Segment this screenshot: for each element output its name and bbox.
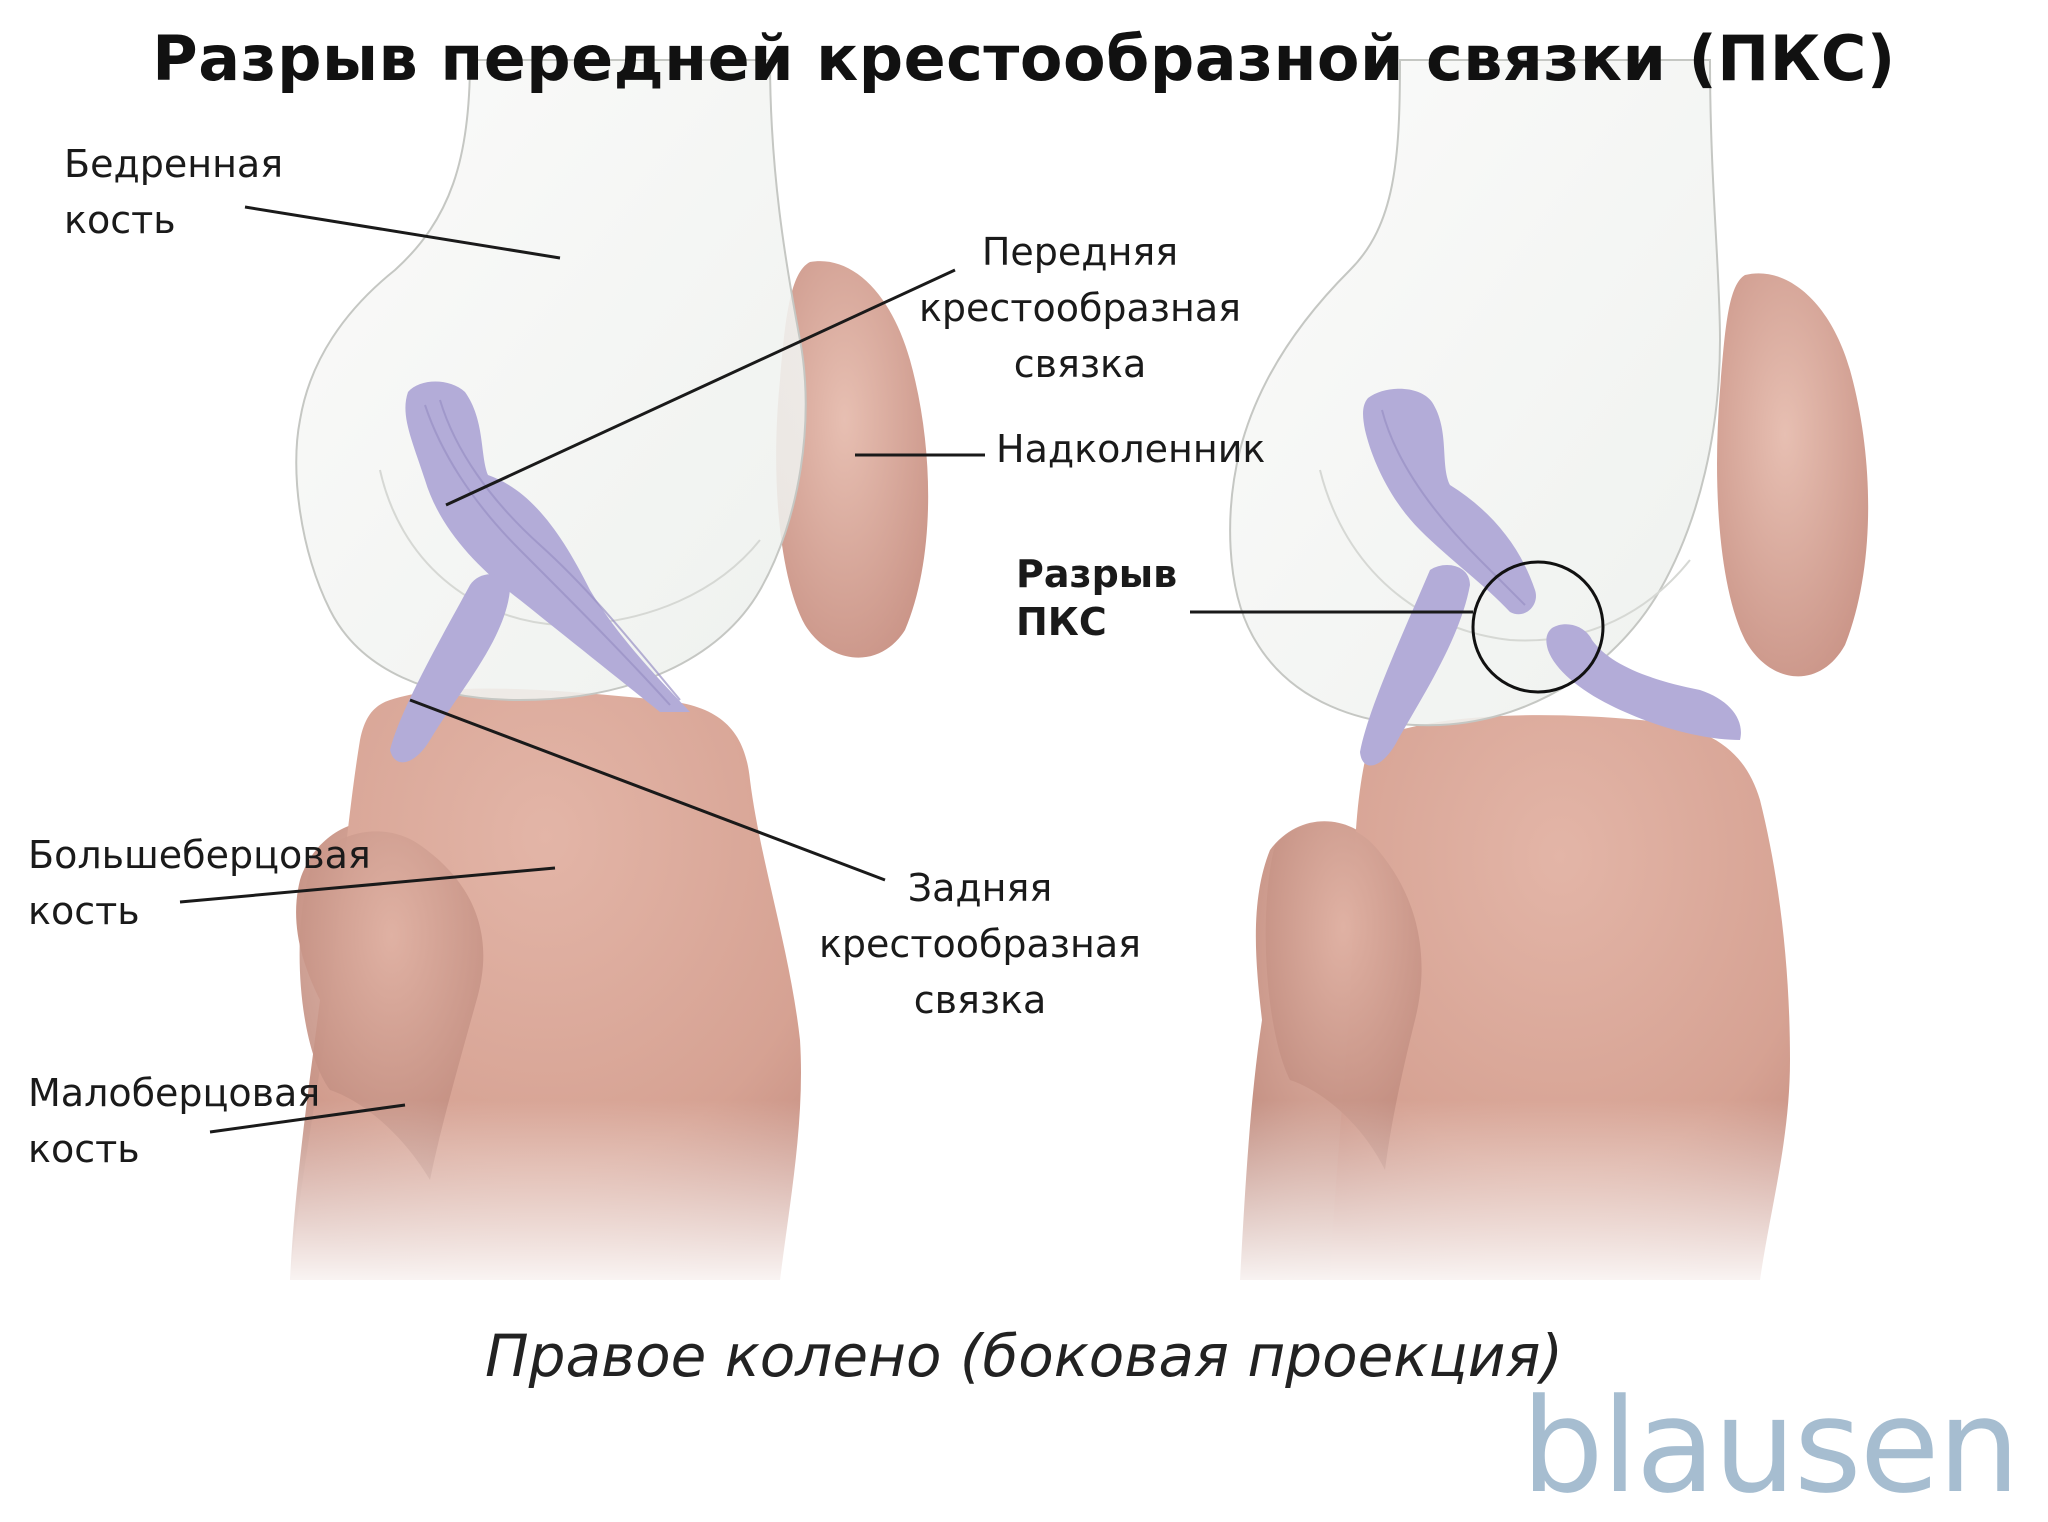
label-acl-tear-line1: Разрыв <box>1016 552 1178 596</box>
left-acl-fibers <box>424 399 681 706</box>
left-acl <box>405 381 690 712</box>
label-tibia-line1: Большеберцовая <box>28 833 371 877</box>
right-fibula-front <box>1265 823 1422 1170</box>
label-fibula-line2: кость <box>28 1127 140 1171</box>
label-pcl-line1: Задняя <box>907 866 1053 910</box>
label-acl-line3: связка <box>1013 342 1147 386</box>
bottom-fade <box>0 1100 2048 1300</box>
label-acl-tear-line2: ПКС <box>1016 600 1107 644</box>
label-patella: Надколенник <box>996 427 1266 471</box>
label-fibula-line1: Малоберцовая <box>28 1071 321 1115</box>
leader-lines <box>179 205 1473 1134</box>
right-acl-lower <box>1546 624 1741 740</box>
label-fibula: Малоберцовая кость <box>28 1065 320 1177</box>
figure-caption: Правое колено (боковая проекция) <box>485 1322 1563 1390</box>
leader-acl <box>445 268 956 507</box>
leader-femur <box>244 205 561 260</box>
right-acl-upper <box>1363 388 1536 615</box>
label-tibia: Большеберцовая кость <box>28 827 371 939</box>
label-femur-line1: Бедренная <box>64 142 284 186</box>
right-patella <box>1717 273 1869 677</box>
left-fibula-front <box>299 831 484 1180</box>
right-femur <box>1229 59 1722 727</box>
right-acl-upper-fibers <box>1381 409 1526 606</box>
right-knee <box>1229 59 1869 1280</box>
label-pcl-line3: связка <box>913 978 1047 1022</box>
left-patella <box>776 261 929 658</box>
label-acl-line1: Передняя <box>981 230 1179 274</box>
label-femur-line2: кость <box>64 198 176 242</box>
left-knee <box>290 59 929 1280</box>
leader-pcl <box>409 698 886 882</box>
label-acl-line2: крестообразная <box>918 286 1242 330</box>
label-acl: Передняя крестообразная связка <box>870 224 1290 392</box>
right-pcl <box>1360 565 1470 766</box>
left-pcl <box>390 574 510 763</box>
label-acl-tear: Разрыв ПКС <box>1016 550 1177 646</box>
label-pcl: Задняя крестообразная связка <box>770 860 1190 1028</box>
leader-tibia <box>179 866 556 904</box>
tear-highlight-circle <box>1471 560 1605 694</box>
page-title: Разрыв передней крестообразной связки (П… <box>152 22 1896 95</box>
right-femur-condyle <box>1319 469 1691 642</box>
brand-logo: blausen <box>1521 1370 2020 1522</box>
label-pcl-line2: крестообразная <box>818 922 1142 966</box>
label-femur: Бедренная кость <box>64 136 283 248</box>
label-tibia-line2: кость <box>28 889 140 933</box>
leader-fibula <box>209 1103 406 1134</box>
